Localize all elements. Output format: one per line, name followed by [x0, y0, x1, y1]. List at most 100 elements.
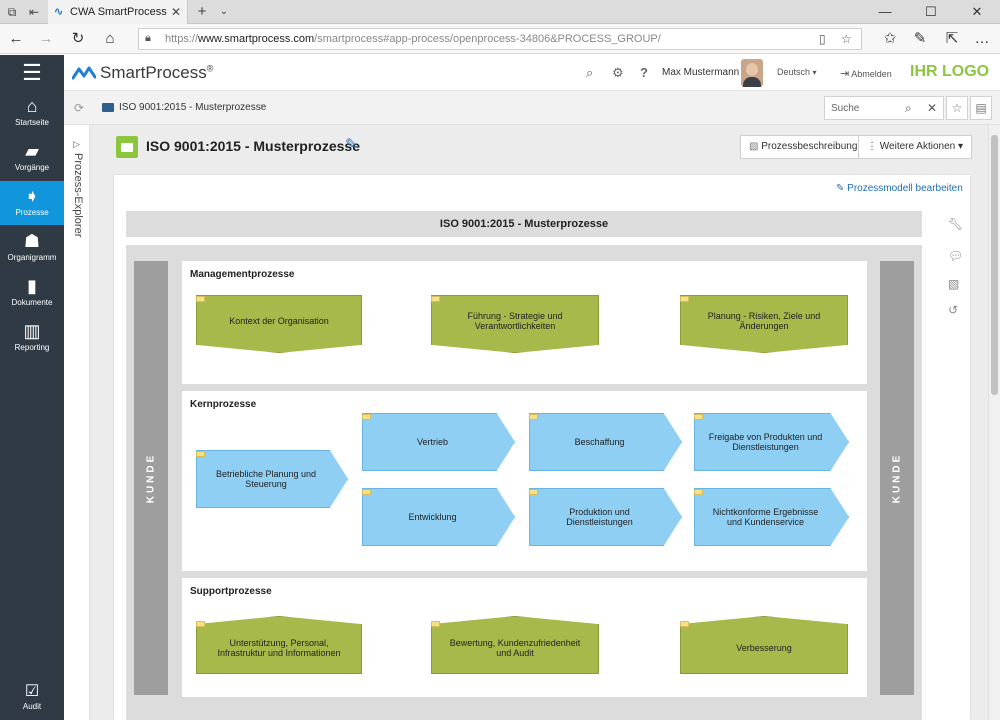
folder-open-icon: ▰ [25, 141, 39, 161]
process-sales[interactable]: Vertrieb [362, 413, 515, 471]
more-actions-button[interactable]: ⋮ Weitere Aktionen ▾ [858, 135, 973, 159]
history-icon[interactable]: ↺ [948, 303, 959, 317]
hamburger-menu-icon[interactable]: ☰ [22, 60, 42, 85]
process-release[interactable]: Freigabe von Produkten und Dienstleistun… [694, 413, 849, 471]
logout-button[interactable]: ⇥ Abmelden [840, 68, 892, 80]
more-icon[interactable]: … [974, 30, 990, 47]
lane-title: Supportprozesse [190, 586, 272, 597]
folder-icon [102, 103, 114, 112]
process-procurement[interactable]: Beschaffung [529, 413, 682, 471]
language-select[interactable]: Deutsch ▾ [777, 67, 817, 77]
subprocess-folder-icon [196, 621, 205, 627]
tab-list-icon[interactable]: ⧉ [7, 5, 17, 19]
clear-icon[interactable]: ✕ [927, 101, 938, 115]
minimize-icon[interactable]: — [878, 4, 892, 19]
process-development[interactable]: Entwicklung [362, 488, 515, 546]
forward-icon[interactable]: → [38, 30, 54, 47]
wrench-icon[interactable]: 🔧︎ [948, 217, 964, 231]
lane-core: Kernprozesse Betriebliche Planung und St… [182, 391, 867, 571]
process-map: KUNDE KUNDE Managementprozesse Kontext d… [126, 245, 922, 720]
process-explorer[interactable]: ▷ Prozess-Explorer [64, 125, 90, 720]
lane-title: Managementprozesse [190, 269, 295, 280]
url-path: /smartprocess#app-process/openprocess-34… [314, 33, 661, 45]
url-input[interactable]: 🔒︎ https://www.smartprocess.com/smartpro… [138, 28, 862, 50]
gear-icon[interactable]: ⚙ [612, 65, 624, 80]
tab-title: CWA SmartProcess [70, 6, 167, 18]
close-window-icon[interactable]: ✕ [971, 4, 983, 19]
search-placeholder: Suche [831, 103, 860, 114]
search-icon[interactable]: ⌕ [905, 101, 912, 115]
sidebar-item-dokumente[interactable]: ▮ Dokumente [0, 271, 64, 315]
chevron-right-icon[interactable]: › [260, 101, 264, 112]
home-browser-icon[interactable]: ⌂ [105, 30, 115, 47]
edit-pencil-icon[interactable]: ✎ [345, 136, 358, 153]
breadcrumb-bar: ⟳ ISO 9001:2015 - Musterprozesse › Suche… [64, 91, 1000, 125]
expand-arrow-icon[interactable]: ▷ [73, 139, 80, 149]
sync-icon[interactable]: ⟳ [74, 101, 85, 115]
sidebar-item-prozesse[interactable]: ➧ Prozesse [0, 181, 64, 225]
pen-icon[interactable]: ✎ [913, 30, 927, 47]
process-nonconforming[interactable]: Nichtkonforme Ergebnisse und Kundenservi… [694, 488, 849, 546]
process-description-button[interactable]: ▧ Prozessbeschreibung [740, 135, 867, 159]
process-planning[interactable]: Planung - Risiken, Ziele und Änderungen [680, 295, 848, 353]
subprocess-folder-icon [431, 621, 440, 627]
sidebar-item-organigramm[interactable]: ☗ Organigramm [0, 226, 64, 270]
subprocess-folder-icon [529, 414, 538, 420]
share-icon[interactable]: ⇱ [945, 30, 959, 47]
vertical-scrollbar[interactable] [988, 125, 1000, 720]
sidebar-item-audit[interactable]: ☑ Audit [0, 680, 64, 720]
process-support[interactable]: Unterstützung, Personal, Infrastruktur u… [196, 616, 362, 674]
company-logo: IHR LOGO [910, 63, 990, 80]
audit-check-icon: ☑ [24, 683, 40, 700]
tab-favicon-icon: ∿ [54, 6, 64, 18]
chevron-down-icon: ▾ [957, 141, 964, 152]
lane-support: Supportprozesse Unterstützung, Personal,… [182, 578, 867, 697]
maximize-icon[interactable]: ☐ [925, 4, 937, 19]
favorites-icon[interactable]: ✩ [883, 30, 897, 47]
sidebar-item-vorgaenge[interactable]: ▰ Vorgänge [0, 136, 64, 180]
search-icon[interactable]: ⌕ [586, 65, 594, 80]
process-improvement[interactable]: Verbesserung [680, 616, 848, 674]
set-aside-tabs-icon[interactable]: ⇤ [28, 5, 40, 19]
favorite-star-icon[interactable]: ☆ [841, 32, 852, 46]
process-operational-planning[interactable]: Betriebliche Planung und Steuerung [196, 450, 348, 508]
browser-tab[interactable]: ∿ CWA SmartProcess ✕ [48, 0, 188, 24]
logout-icon: ⇥ [840, 68, 850, 80]
explorer-label: Prozess-Explorer [72, 153, 84, 238]
favorite-star-button[interactable]: ☆ [946, 96, 968, 120]
sidebar-item-reporting[interactable]: ▥ Reporting [0, 316, 64, 360]
reading-view-icon[interactable]: ▯ [819, 32, 826, 46]
new-tab-icon[interactable]: + [197, 3, 207, 20]
chevron-down-icon: ▾ [812, 68, 817, 77]
browser-titlebar: ⧉ ⇤ ∿ CWA SmartProcess ✕ + ⌄ — ☐ ✕ [0, 0, 1000, 24]
help-icon[interactable]: ? [640, 65, 648, 80]
process-card: ✎ Prozessmodell bearbeiten 🔧︎ 💬︎ ▧ ↺ ISO… [114, 175, 970, 720]
panel-icon[interactable]: ▤ [970, 96, 992, 120]
subprocess-folder-icon [431, 296, 440, 302]
sidebar-item-label: Reporting [14, 343, 50, 352]
scroll-thumb[interactable] [991, 135, 998, 395]
subprocess-folder-icon [694, 414, 703, 420]
process-evaluation[interactable]: Bewertung, Kundenzufriedenheit und Audit [431, 616, 599, 674]
tab-close-icon[interactable]: ✕ [170, 5, 181, 19]
search-input[interactable]: Suche ⌕ ✕ [824, 96, 944, 120]
bar-chart-icon: ▥ [23, 321, 41, 341]
pdf-icon: ▧ [749, 141, 759, 152]
pdf-export-icon[interactable]: ▧ [948, 277, 960, 291]
document-icon: ▮ [27, 276, 37, 296]
user-name[interactable]: Max Mustermann [662, 67, 740, 78]
process-production[interactable]: Produktion und Dienstleistungen [529, 488, 682, 546]
sidebar-item-startseite[interactable]: ⌂ Startseite [0, 91, 64, 135]
edit-process-model-link[interactable]: ✎ Prozessmodell bearbeiten [836, 183, 963, 194]
customer-bar-left: KUNDE [134, 261, 168, 695]
brand-name[interactable]: SmartProcess® [100, 63, 214, 82]
avatar[interactable] [741, 59, 763, 87]
breadcrumb[interactable]: ISO 9001:2015 - Musterprozesse [119, 102, 267, 113]
process-context-organisation[interactable]: Kontext der Organisation [196, 295, 362, 353]
comment-icon[interactable]: 💬︎ [948, 249, 964, 263]
process-leadership[interactable]: Führung - Strategie und Verantwortlichke… [431, 295, 599, 353]
tab-dropdown-icon[interactable]: ⌄ [219, 6, 229, 17]
back-icon[interactable]: ← [8, 30, 24, 47]
reload-icon[interactable]: ↻ [71, 30, 85, 47]
sidebar-item-label: Dokumente [11, 298, 53, 307]
